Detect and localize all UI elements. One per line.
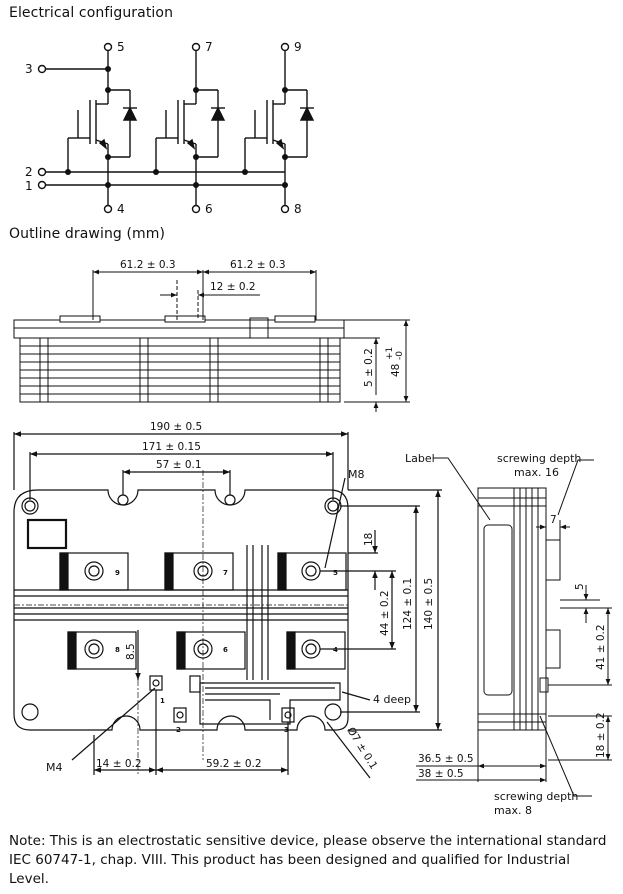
label-callout: Label <box>405 452 435 465</box>
m4-label: M4 <box>46 761 63 774</box>
top-view <box>13 431 442 779</box>
pin-label: 6 <box>205 202 213 216</box>
pin-label: 5 <box>117 40 125 54</box>
pin-label: 9 <box>294 40 302 54</box>
dimension-label: 7 <box>550 514 557 526</box>
outline-drawing-heading: Outline drawing (mm) <box>9 226 166 242</box>
dimension-label: 36.5 ± 0.5 <box>418 753 474 765</box>
terminal-number: 1 <box>160 697 165 705</box>
dimension-label: 124 ± 0.1 <box>402 578 414 630</box>
dimension-label: Ø7 ± 0.1 <box>344 725 379 771</box>
pin-label: 2 <box>25 165 33 179</box>
dimension-label: 41 ± 0.2 <box>595 624 607 670</box>
dimension-label: 8.5 <box>125 643 137 660</box>
schematic-pin-labels: 5 7 9 4 6 8 3 2 1 <box>25 40 302 216</box>
pin-label: 4 <box>117 202 125 216</box>
terminal-number: 9 <box>115 569 120 577</box>
terminal-number: 7 <box>223 569 228 577</box>
electrical-configuration-heading: Electrical configuration <box>9 5 174 21</box>
m8-label: M8 <box>348 468 365 481</box>
dimension-label: 190 ± 0.5 <box>150 421 202 433</box>
dimension-label: 12 ± 0.2 <box>210 281 256 293</box>
dimension-label: 5 ± 0.2 <box>363 348 375 387</box>
esd-note: Note: This is an electrostatic sensitive… <box>9 833 607 887</box>
terminal-number: 5 <box>333 569 338 577</box>
pin-label: 1 <box>25 179 33 193</box>
pin-label: 3 <box>25 62 33 76</box>
dimension-label: 61.2 ± 0.3 <box>120 259 176 271</box>
dimension-label: 61.2 ± 0.3 <box>230 259 286 271</box>
dimension-label: 57 ± 0.1 <box>156 459 202 471</box>
depth-label: 4 deep <box>373 693 411 706</box>
terminal-number: 4 <box>333 646 338 654</box>
dimension-tolerance: +1 <box>385 347 395 360</box>
terminal-number: 6 <box>223 646 228 654</box>
dimension-label: 5 <box>574 583 586 590</box>
dimension-label: 18 ± 0.2 <box>595 712 607 758</box>
terminal-number: 3 <box>284 726 289 734</box>
dimension-label: 59.2 ± 0.2 <box>206 758 262 770</box>
screwing-depth-label: screwing depth <box>497 452 581 465</box>
side-view <box>13 269 410 412</box>
screwing-depth-value: max. 16 <box>514 466 559 479</box>
dimension-label: 18 <box>363 533 375 546</box>
dimension-label: 14 ± 0.2 <box>96 758 142 770</box>
schematic <box>37 42 315 214</box>
screwing-depth-label: screwing depth <box>494 790 578 803</box>
right-side-view <box>416 457 612 797</box>
right-side-view-dimensions: Label screwing depth max. 16 screwing de… <box>405 452 607 817</box>
dimension-label: 48 <box>390 364 402 377</box>
dimension-label: 140 ± 0.5 <box>423 578 435 630</box>
pin-label: 7 <box>205 40 213 54</box>
screwing-depth-value: max. 8 <box>494 804 532 817</box>
terminal-number: 8 <box>115 646 120 654</box>
top-view-terminal-numbers: 9 7 5 8 6 4 1 2 3 <box>115 569 338 734</box>
dimension-tolerance: -0 <box>395 351 405 360</box>
terminal-number: 2 <box>176 726 181 734</box>
side-view-dimensions: 61.2 ± 0.3 61.2 ± 0.3 12 ± 0.2 5 ± 0.2 4… <box>120 259 405 387</box>
dimension-label: 171 ± 0.15 <box>142 441 201 453</box>
dimension-label: 38 ± 0.5 <box>418 768 464 780</box>
pin-label: 8 <box>294 202 302 216</box>
dimension-label: 44 ± 0.2 <box>379 590 391 636</box>
